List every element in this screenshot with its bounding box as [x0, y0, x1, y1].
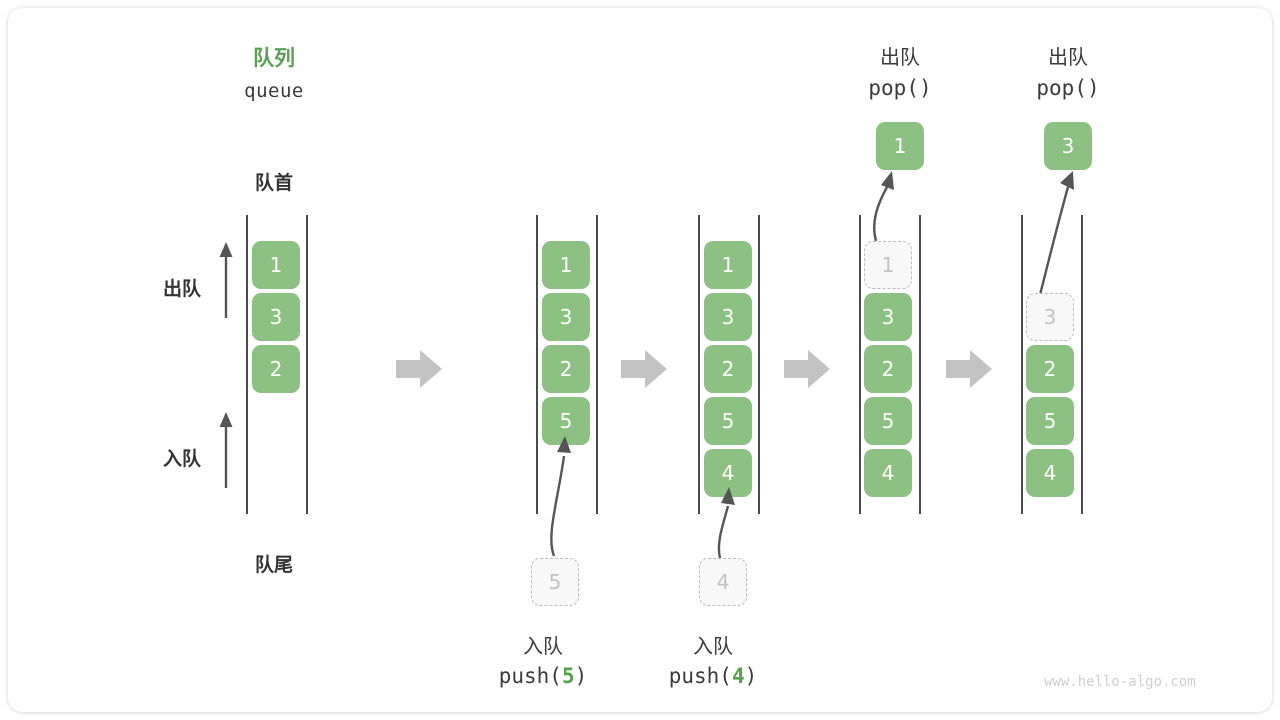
- push-code-value: 5: [561, 664, 575, 688]
- diagram-canvas: 队列 queue 队首 队尾 出队 入队 1 3 2 1 3 2 5 5: [8, 8, 1272, 712]
- push-ghost-cell: 4: [699, 558, 747, 606]
- queue-cell-new: 5: [542, 397, 590, 445]
- transition-arrow-icon: [784, 350, 830, 388]
- pop-result-cell: 3: [1044, 122, 1092, 170]
- queue-cell: 5: [864, 397, 912, 445]
- dequeue-direction-arrow-icon: [219, 242, 233, 318]
- push-op-label-code: push(4): [633, 664, 793, 688]
- push-code-value: 4: [731, 664, 745, 688]
- transition-arrow-icon: [396, 350, 442, 388]
- push-arrow-icon: [550, 436, 571, 557]
- push-op-label-cn: 入队: [693, 634, 733, 658]
- push-arrow-icon: [717, 487, 735, 559]
- pop-op-label-code: pop(): [1036, 76, 1100, 100]
- queue-cell: 3: [704, 293, 752, 341]
- queue-rail-right: [1081, 215, 1083, 514]
- popped-ghost-cell: 3: [1026, 293, 1074, 341]
- pop-op-label-code: pop(): [868, 76, 932, 100]
- queue-rail-left: [1021, 215, 1023, 514]
- transition-arrow-icon: [621, 350, 667, 388]
- push-op-label-code: push(5): [463, 664, 623, 688]
- queue-rail-left: [698, 215, 700, 514]
- push-op-label-cn: 入队: [523, 634, 563, 658]
- pop-op-label-cn: 出队: [880, 45, 920, 69]
- popped-ghost-cell: 1: [864, 241, 912, 289]
- push-ghost-cell: 5: [531, 558, 579, 606]
- queue-rear-label: 队尾: [254, 554, 293, 576]
- queue-cell: 5: [1026, 397, 1074, 445]
- transition-arrow-icon: [946, 350, 992, 388]
- queue-cell: 2: [542, 345, 590, 393]
- pop-result-cell: 1: [876, 122, 924, 170]
- queue-rail-right: [596, 215, 598, 514]
- queue-rail-left: [246, 215, 248, 514]
- enqueue-direction-label: 入队: [162, 448, 201, 470]
- queue-rail-right: [758, 215, 760, 514]
- watermark-label: www.hello-algo.com: [1044, 674, 1196, 690]
- queue-cell: 2: [1026, 345, 1074, 393]
- queue-rail-left: [859, 215, 861, 514]
- queue-cell: 3: [542, 293, 590, 341]
- queue-cell: 1: [252, 241, 300, 289]
- queue-cell: 1: [704, 241, 752, 289]
- queue-title-code: queue: [244, 80, 304, 102]
- queue-cell: 1: [542, 241, 590, 289]
- queue-cell: 5: [704, 397, 752, 445]
- push-code-prefix: push(: [498, 664, 562, 688]
- queue-front-label: 队首: [254, 172, 293, 194]
- push-code-suffix: ): [574, 664, 588, 688]
- dequeue-direction-label: 出队: [162, 278, 201, 300]
- queue-rail-right: [919, 215, 921, 514]
- pop-arrow-icon: [873, 171, 894, 242]
- pop-op-label-cn: 出队: [1048, 45, 1088, 69]
- push-code-prefix: push(: [668, 664, 732, 688]
- queue-cell: 4: [864, 449, 912, 497]
- queue-cell: 3: [864, 293, 912, 341]
- queue-title-cn: 队列: [253, 46, 295, 70]
- pop-arrow-icon: [1038, 171, 1074, 296]
- queue-rail-right: [306, 215, 308, 514]
- push-code-suffix: ): [744, 664, 758, 688]
- queue-cell: 3: [252, 293, 300, 341]
- enqueue-direction-arrow-icon: [219, 412, 233, 488]
- queue-rail-left: [536, 215, 538, 514]
- queue-cell: 2: [252, 345, 300, 393]
- queue-cell: 4: [1026, 449, 1074, 497]
- queue-cell: 2: [864, 345, 912, 393]
- queue-cell: 2: [704, 345, 752, 393]
